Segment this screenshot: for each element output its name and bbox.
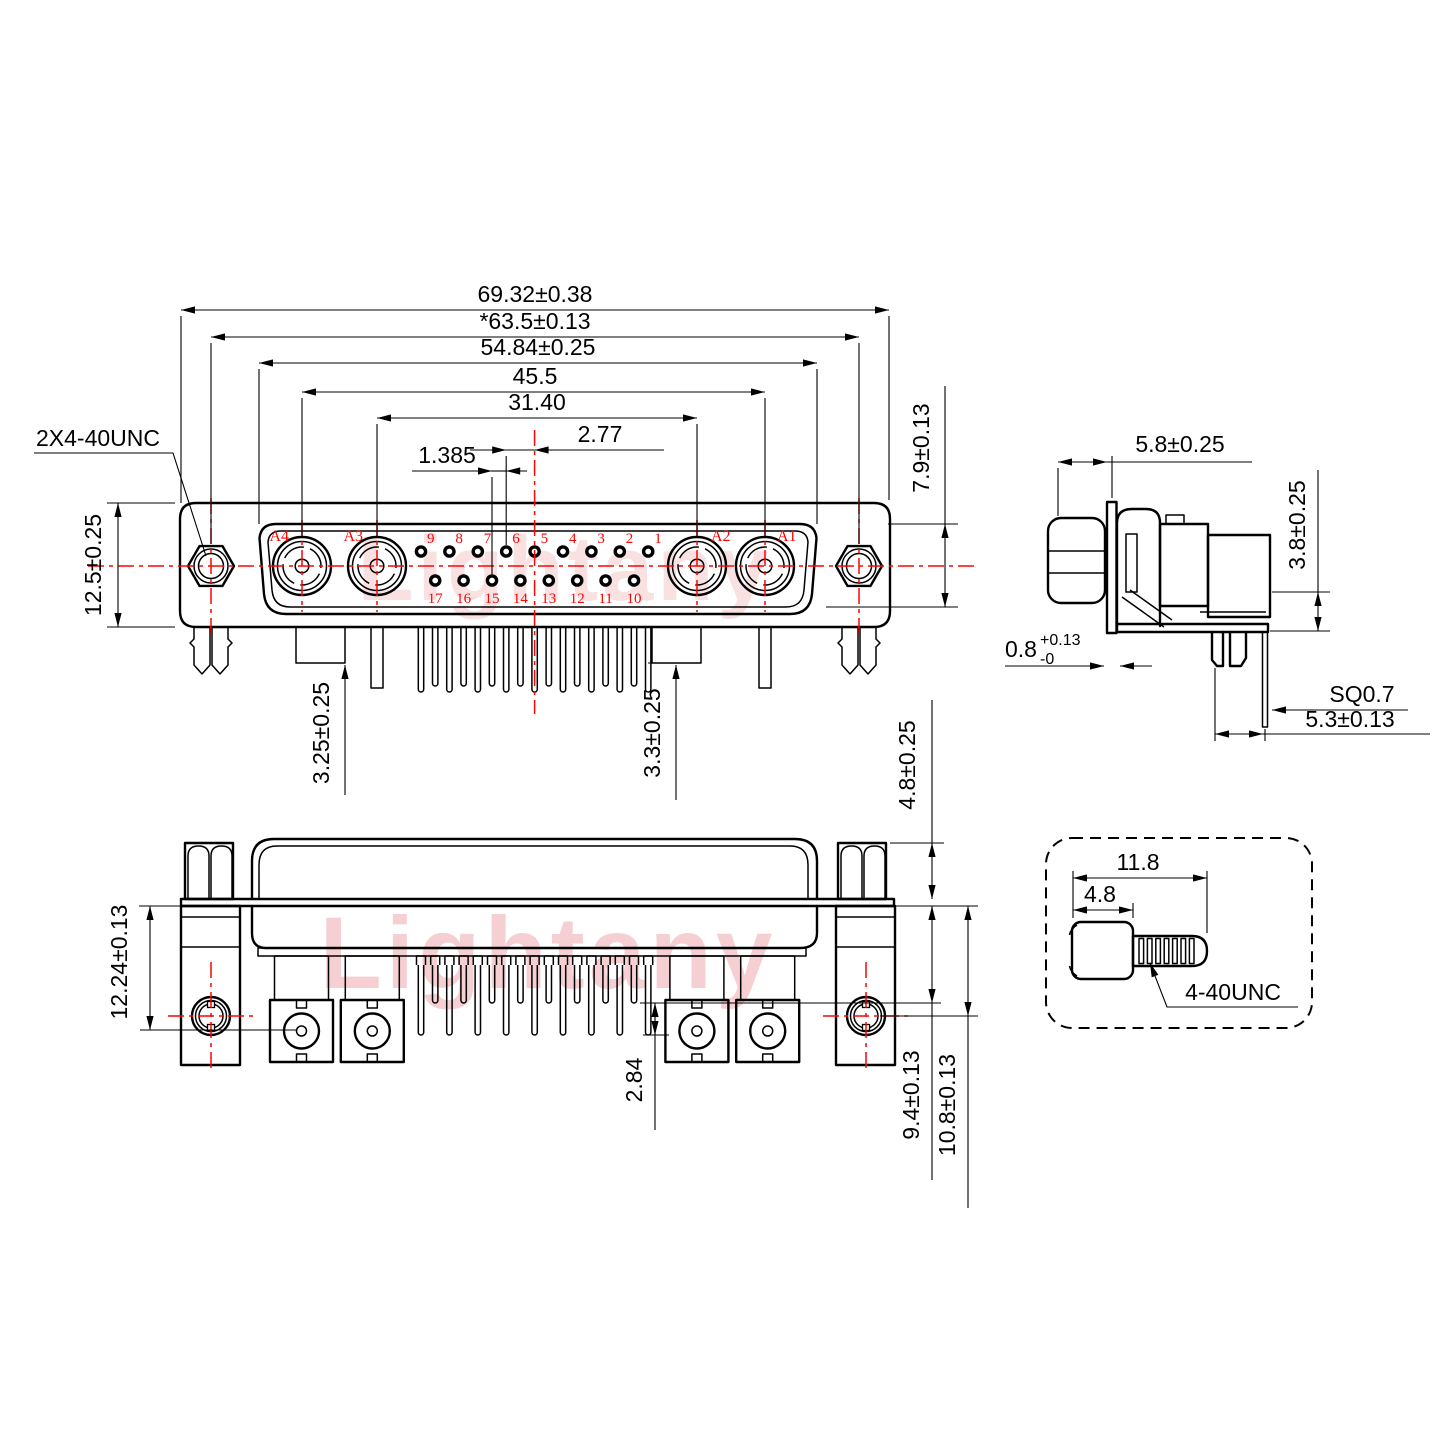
coax-label-a2: A2 — [711, 528, 731, 545]
dim-pin-offset: 5.3±0.13 — [1305, 706, 1394, 732]
svg-text:12: 12 — [570, 591, 585, 607]
svg-text:13: 13 — [541, 591, 556, 607]
dim-coax-outer-span: 45.5 — [513, 363, 558, 389]
side-bracket-foot — [1115, 622, 1270, 634]
svg-text:4: 4 — [569, 531, 577, 547]
d-insert-outer — [258, 522, 818, 616]
svg-text:2: 2 — [626, 531, 634, 547]
dim-insert-width: 54.84±0.25 — [481, 334, 596, 360]
dim-coax-inner-span: 31.40 — [508, 389, 566, 415]
pin-field — [414, 545, 655, 587]
dim-flange-thickness-plus: +0.13 — [1040, 632, 1081, 649]
screw-head — [1070, 920, 1135, 981]
back-dimensions: 12.24±0.13 4.8±0.25 9.4±0.13 10.8±0.13 2… — [106, 700, 978, 1208]
side-view: 5.8±0.25 3.8±0.25 0.8 +0.13 -0 SQ0.7 5.3… — [1005, 431, 1430, 741]
dim-pin-row-stagger: 2.84 — [621, 1057, 647, 1102]
side-body-mid — [1158, 522, 1210, 608]
svg-text:1: 1 — [654, 531, 662, 547]
dim-bracket-height: 3.8±0.25 — [1284, 480, 1310, 569]
svg-text:7: 7 — [484, 531, 492, 547]
dim-mount-height: 12.24±0.13 — [106, 905, 132, 1020]
dim-jackscrew-span: *63.5±0.13 — [479, 308, 590, 334]
screw-shaft — [1131, 934, 1209, 968]
dim-flange-height: 12.5±0.25 — [80, 514, 106, 616]
svg-text:15: 15 — [485, 591, 500, 607]
watermark-back: Lightany — [320, 896, 777, 1010]
dim-screw-length: 11.8 — [1116, 849, 1159, 875]
front-thread-label: 2X4-40UNC — [36, 425, 160, 451]
back-shell — [250, 837, 819, 901]
dim-standoff-height: 4.8±0.25 — [894, 720, 920, 809]
screw-threads — [1138, 937, 1195, 965]
front-dimensions: 69.32±0.38 *63.5±0.13 54.84±0.25 45.5 31… — [34, 281, 958, 800]
dim-right-tail: 3.3±0.25 — [639, 688, 665, 777]
dim-left-tail: 3.25±0.25 — [308, 682, 334, 784]
svg-text:11: 11 — [598, 591, 612, 607]
coax-label-a3: A3 — [343, 528, 363, 545]
svg-text:9: 9 — [427, 531, 435, 547]
coax-label-a4: A4 — [269, 528, 289, 545]
dim-flange-thickness: 0.8 — [1005, 636, 1037, 662]
back-pin-shoulders — [415, 955, 654, 965]
front-pin-tails — [417, 627, 652, 693]
dim-screw-head: 4.8 — [1084, 881, 1116, 907]
dim-pin-square: SQ0.7 — [1329, 681, 1394, 707]
back-pins-short — [431, 965, 638, 1004]
side-tail-clips — [1210, 630, 1248, 668]
dim-row-offset: 1.385 — [418, 442, 476, 468]
screw-detail: 11.8 4.8 4-40UNC — [1045, 837, 1313, 1029]
svg-text:14: 14 — [513, 591, 529, 607]
svg-text:8: 8 — [455, 531, 463, 547]
coax-label-a1: A1 — [777, 528, 797, 545]
svg-text:6: 6 — [512, 531, 520, 547]
side-dimensions: 5.8±0.25 3.8±0.25 0.8 +0.13 -0 SQ0.7 5.3… — [1005, 431, 1430, 741]
svg-text:3: 3 — [597, 531, 605, 547]
watermarks: Lightany Lightany — [320, 518, 777, 1010]
screw-thread-label: 4-40UNC — [1185, 979, 1281, 1005]
back-standoff-left — [183, 841, 235, 901]
dim-jackscrew-depth: 10.8±0.13 — [934, 1054, 960, 1156]
detail-border — [1045, 837, 1313, 1029]
svg-text:17: 17 — [428, 591, 444, 607]
dim-pin-row-depth: 9.4±0.13 — [898, 1050, 924, 1139]
side-body-front — [1115, 507, 1162, 628]
svg-text:10: 10 — [627, 591, 642, 607]
svg-text:16: 16 — [456, 591, 472, 607]
back-standoff-right — [836, 841, 888, 901]
dim-front-depth: 5.8±0.25 — [1135, 431, 1224, 457]
dim-overall-width: 69.32±0.38 — [478, 281, 593, 307]
back-coax-bodies — [268, 955, 801, 1064]
dim-insert-height: 7.9±0.13 — [908, 403, 934, 492]
side-standoff — [1046, 516, 1107, 605]
dim-pin-pitch: 2.77 — [578, 421, 623, 447]
dim-flange-thickness-minus: -0 — [1040, 651, 1054, 668]
back-view: 12.24±0.13 4.8±0.25 9.4±0.13 10.8±0.13 2… — [106, 700, 978, 1208]
side-rear-block — [1206, 533, 1272, 619]
back-flange — [179, 897, 896, 908]
pin-numbers: 9 8 7 6 5 4 3 2 1 17 16 15 14 13 12 11 1… — [427, 531, 662, 607]
svg-text:5: 5 — [541, 531, 549, 547]
front-view: A4 A3 A2 A1 9 8 7 6 5 4 3 2 1 17 16 15 1… — [34, 281, 976, 800]
watermark-front: Lightany — [357, 518, 772, 620]
screw-dimensions: 11.8 4.8 4-40UNC — [1072, 849, 1298, 1008]
side-pin — [1261, 632, 1269, 728]
side-flange-plate — [1105, 500, 1118, 635]
d-insert-inner — [267, 530, 809, 608]
front-solder-tails — [189, 626, 881, 693]
